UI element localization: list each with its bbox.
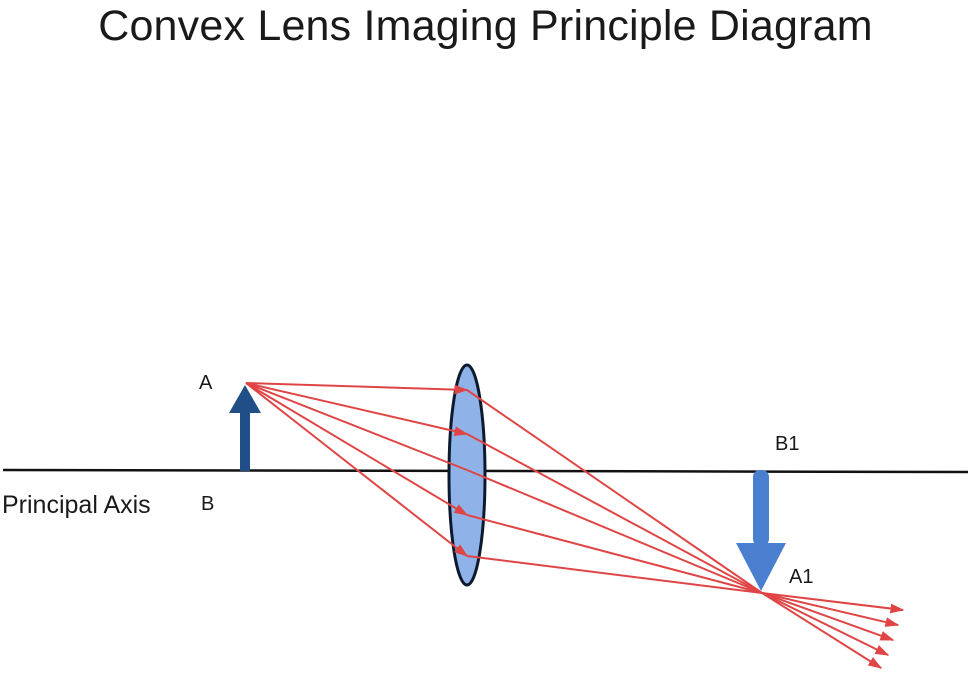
incident-rays	[245, 382, 469, 557]
convex-lens	[447, 363, 487, 587]
incident-ray	[245, 382, 469, 395]
incident-ray	[245, 382, 469, 516]
label-b: B	[201, 493, 214, 515]
label-b1: B1	[775, 433, 799, 455]
label-a1: A1	[789, 566, 813, 588]
diverging-rays	[761, 592, 905, 669]
up-arrow-icon	[229, 385, 261, 471]
refracted-ray	[466, 555, 763, 594]
diverging-ray	[761, 592, 890, 656]
diverging-ray	[761, 592, 905, 614]
refracted-ray	[466, 469, 763, 594]
refracted-ray	[466, 389, 763, 594]
refracted-ray	[466, 433, 763, 594]
diverging-ray	[761, 592, 895, 641]
incident-ray	[245, 382, 468, 471]
label-a: A	[199, 372, 213, 394]
refracted-rays	[466, 389, 763, 594]
diagram-title: Convex Lens Imaging Principle Diagram	[98, 2, 873, 50]
diverging-ray	[761, 592, 900, 627]
incident-ray	[245, 382, 469, 557]
diverging-ray	[761, 592, 883, 669]
principal-axis-label: Principal Axis	[2, 491, 151, 519]
down-arrow-icon	[736, 470, 786, 591]
refracted-ray	[466, 514, 763, 594]
incident-ray	[245, 382, 469, 436]
